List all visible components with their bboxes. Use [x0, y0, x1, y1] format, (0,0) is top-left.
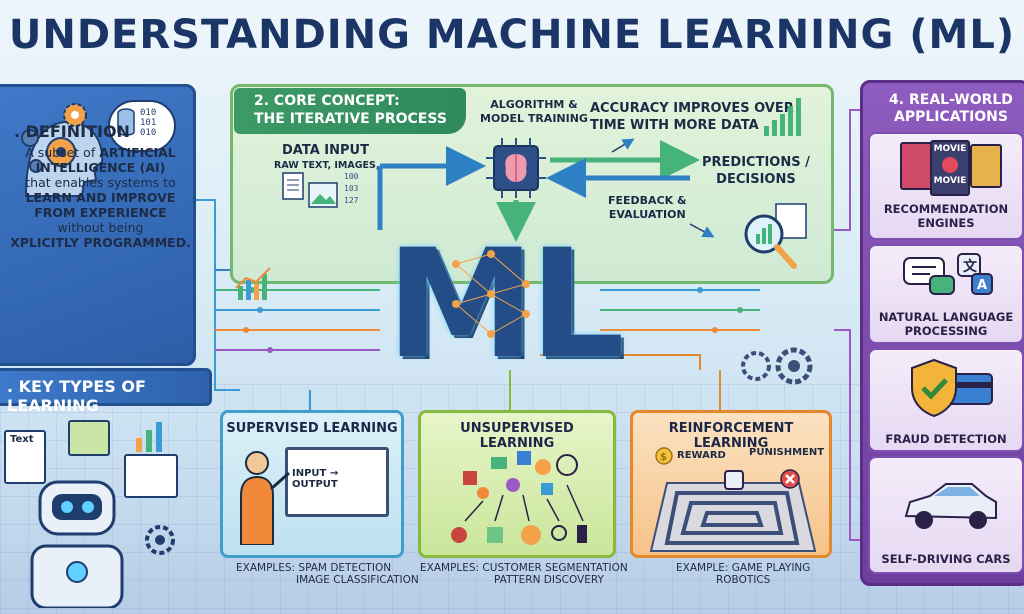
supervised-examples: EXAMPLES: SPAM DETECTION IMAGE CLASSIFIC…: [236, 562, 419, 586]
binary-text: 010 101 010: [140, 108, 157, 138]
data-number-1: 100: [344, 172, 359, 181]
unsupervised-title: UNSUPERVISED LEARNING: [460, 421, 574, 451]
file-icon: [282, 172, 304, 200]
app-label-nlp: NATURAL LANGUAGE PROCESSING: [878, 310, 1014, 338]
car-icon: [904, 483, 997, 529]
data-number-2: 103: [344, 184, 359, 193]
bar-chart-icon: [136, 422, 162, 452]
chat-bubbles-icon: 文 A: [903, 253, 993, 295]
definition-text: A subset of ARTIFICIAL INTELLIGENCE (AI)…: [10, 145, 191, 250]
scatter-plot-icon: [124, 454, 178, 498]
ai-head-icon: [21, 120, 104, 197]
reward-label: REWARD: [677, 450, 726, 461]
gear-icon: [63, 103, 87, 127]
movie-icon: [970, 144, 1002, 188]
reinforcement-title: REINFORCEMENT LEARNING: [668, 421, 794, 451]
data-number-3: 127: [344, 196, 359, 205]
brain-chip-icon: [486, 138, 546, 198]
database-icon: [117, 108, 135, 136]
ml-logo: ML: [386, 218, 625, 392]
whiteboard: INPUT → OUTPUT: [285, 447, 389, 517]
shield-check-icon: [911, 358, 993, 418]
predictions-label: PREDICTIONS / DECISIONS: [702, 155, 810, 187]
definition-heading: . DEFINITION: [14, 122, 130, 141]
page-title: UNDERSTANDING MACHINE LEARNING (ML): [8, 12, 1016, 58]
magnifier-chart-icon: [744, 203, 807, 269]
whiteboard-text: INPUT → OUTPUT: [292, 468, 339, 490]
document-icon: Text: [4, 430, 46, 484]
document-icon-label: Text: [10, 434, 34, 445]
app-label-self-driving: SELF-DRIVING CARS: [881, 552, 1011, 566]
gears-icon: [741, 347, 813, 385]
app-card-self-driving: SELF-DRIVING CARS: [868, 456, 1024, 574]
app-label-fraud: FRAUD DETECTION: [885, 432, 1007, 446]
clustering-icon: [451, 451, 587, 545]
key-types-banner: . KEY TYPES OF LEARNING: [0, 368, 212, 415]
app-label-recommendation: RECOMMENDATION ENGINES: [883, 202, 1009, 230]
maze-icon: [649, 469, 817, 552]
neural-network-icon: [452, 250, 530, 338]
reinforcement-card: REINFORCEMENT LEARNING $ REWARD PUNISHME…: [630, 410, 832, 558]
app-card-recommendation: MOVIE MOVIE RECOMMENDATION ENGINES: [868, 132, 1024, 240]
data-input-subtext: RAW TEXT, IMAGES,: [274, 160, 380, 171]
coin-icon: $: [655, 447, 673, 465]
growth-chart-icon: [764, 98, 801, 136]
accuracy-label: ACCURACY IMPROVES OVER TIME WITH MORE DA…: [590, 101, 794, 133]
reinforcement-examples: EXAMPLE: GAME PLAYING ROBOTICS: [676, 562, 811, 586]
applications-heading: 4. REAL-WORLD APPLICATIONS: [889, 92, 1013, 125]
data-input-label: DATA INPUT: [282, 143, 369, 158]
supervised-card: SUPERVISED LEARNING INPUT → OUTPUT: [220, 410, 404, 558]
image-icon: [68, 420, 110, 456]
app-card-nlp: 文 A NATURAL LANGUAGE PROCESSING: [868, 244, 1024, 344]
svg-text:$: $: [660, 452, 667, 463]
image-file-icon: [308, 182, 338, 208]
teacher-icon: [240, 451, 290, 545]
movie-icon: MOVIE MOVIE: [930, 140, 970, 196]
svg-text:A: A: [977, 278, 987, 293]
app-card-fraud: FRAUD DETECTION: [868, 348, 1024, 452]
unsupervised-card: UNSUPERVISED LEARNING: [418, 410, 616, 558]
algorithm-label: ALGORITHM & MODEL TRAINING: [480, 98, 588, 125]
svg-text:文: 文: [963, 258, 978, 275]
line-chart-icon: [235, 267, 271, 300]
robot-icon: [30, 480, 124, 608]
punishment-label: PUNISHMENT: [749, 447, 825, 458]
core-concept-tab: 2. CORE CONCEPT: THE ITERATIVE PROCESS: [234, 88, 466, 134]
gears-icon: [145, 525, 175, 555]
supervised-title: SUPERVISED LEARNING: [226, 421, 398, 436]
feedback-label: FEEDBACK & EVALUATION: [608, 194, 687, 221]
unsupervised-examples: EXAMPLES: CUSTOMER SEGMENTATION PATTERN …: [420, 562, 628, 586]
